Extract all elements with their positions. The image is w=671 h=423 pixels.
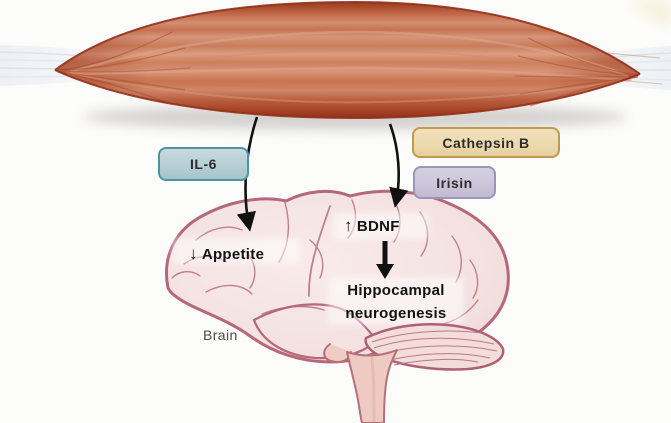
hippocampal-line1: Hippocampal: [347, 282, 445, 299]
bdnf-label: BDNF: [356, 218, 400, 235]
muscle-belly: [54, 0, 641, 120]
il6-label: IL-6: [190, 156, 217, 172]
cathepsin-b-label: Cathepsin B: [442, 134, 530, 151]
up-arrow-glyph: ↑: [344, 216, 353, 235]
hippocampal-neurogenesis-annotation: Hippocampal neurogenesis: [326, 279, 466, 325]
cathepsin-b-label-box: Cathepsin B: [412, 127, 560, 158]
muscle-illustration: [0, 0, 671, 130]
arrow-bdnf-to-hippocampus: [376, 241, 394, 279]
appetite-label: Appetite: [201, 246, 265, 263]
arrow-muscle-to-bdnf: [388, 123, 409, 208]
label-highlights: [172, 213, 464, 325]
down-arrow-glyph: ↓: [189, 244, 198, 263]
irisin-label-box: Irisin: [413, 166, 496, 199]
brain-illustration: [165, 189, 510, 423]
brainstem-shading: [370, 355, 376, 423]
hippocampal-line2: neurogenesis: [345, 305, 447, 322]
bdnf-annotation: ↑BDNF: [344, 216, 400, 236]
appetite-annotation: ↓Appetite: [189, 244, 264, 264]
il6-label-box: IL-6: [158, 147, 249, 181]
irisin-label: Irisin: [436, 174, 473, 191]
brainstem: [346, 349, 398, 423]
background-corner-tint: [626, 0, 671, 30]
brain-caption: Brain: [203, 327, 238, 343]
